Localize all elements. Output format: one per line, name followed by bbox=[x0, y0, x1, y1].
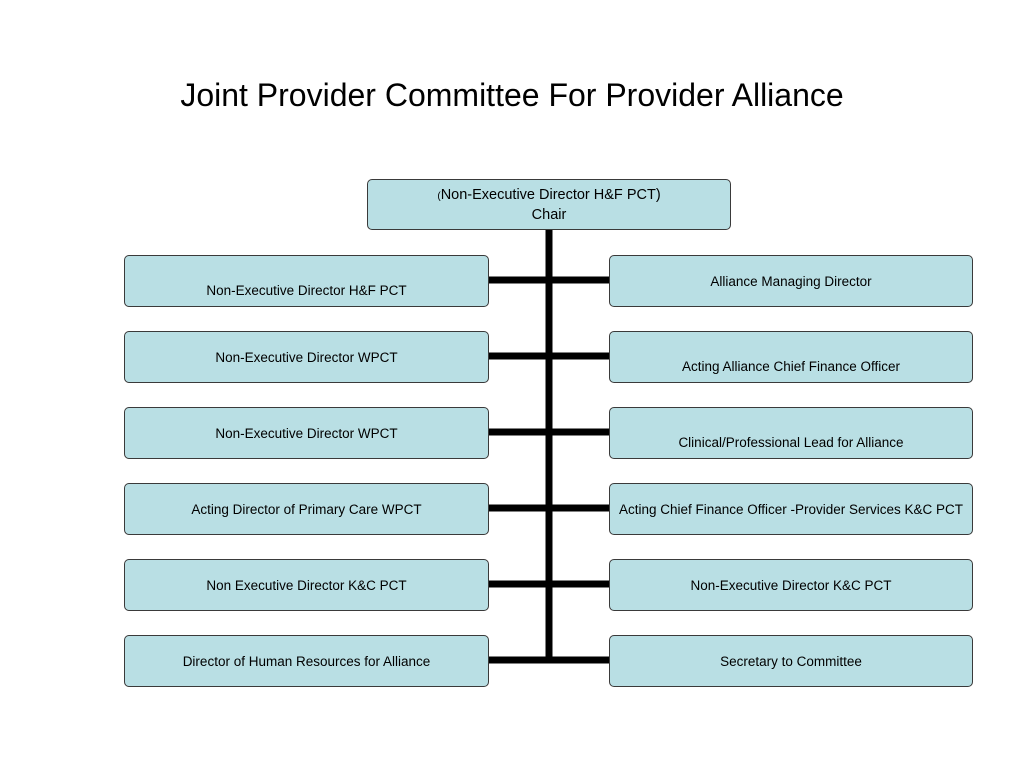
member-box-left-6: Director of Human Resources for Alliance bbox=[124, 635, 489, 687]
member-box-left-2: Non-Executive Director WPCT bbox=[124, 331, 489, 383]
member-label: Non-Executive Director WPCT bbox=[215, 350, 398, 365]
member-box-left-5: Non Executive Director K&C PCT bbox=[124, 559, 489, 611]
member-label: Non-Executive Director WPCT bbox=[215, 426, 398, 441]
member-label: Non-Executive Director H&F PCT bbox=[206, 283, 407, 298]
member-label: Acting Director of Primary Care WPCT bbox=[191, 501, 422, 517]
chair-role: (Non-Executive Director H&F PCT) bbox=[437, 186, 660, 206]
member-label: Director of Human Resources for Alliance bbox=[182, 653, 431, 669]
member-label: Clinical/Professional Lead for Alliance bbox=[678, 435, 904, 450]
chair-open-paren: ( bbox=[437, 191, 441, 202]
member-label: Acting Alliance Chief Finance Officer bbox=[681, 359, 901, 374]
member-label: Alliance Managing Director bbox=[710, 274, 872, 289]
member-box-right-6: Secretary to Committee bbox=[609, 635, 973, 687]
member-box-left-4: Acting Director of Primary Care WPCT bbox=[124, 483, 489, 535]
member-label: Secretary to Committee bbox=[720, 653, 862, 669]
chair-role-text: Non-Executive Director H&F PCT) bbox=[440, 187, 661, 203]
chair-box: (Non-Executive Director H&F PCT) Chair bbox=[367, 179, 731, 230]
member-box-left-3: Non-Executive Director WPCT bbox=[124, 407, 489, 459]
member-label: Non Executive Director K&C PCT bbox=[206, 577, 407, 593]
member-box-right-1: Alliance Managing Director bbox=[609, 255, 973, 307]
chair-label: Chair bbox=[531, 207, 567, 223]
member-box-right-3: Clinical/Professional Lead for Alliance bbox=[609, 407, 973, 459]
member-box-right-4: Acting Chief Finance Officer -Provider S… bbox=[609, 483, 973, 535]
member-label: Acting Chief Finance Officer -Provider S… bbox=[618, 501, 964, 517]
member-box-left-1: Non-Executive Director H&F PCT bbox=[124, 255, 489, 307]
page-title: Joint Provider Committee For Provider Al… bbox=[180, 77, 844, 113]
member-box-right-2: Acting Alliance Chief Finance Officer bbox=[609, 331, 973, 383]
member-label: Non-Executive Director K&C PCT bbox=[690, 577, 892, 593]
member-box-right-5: Non-Executive Director K&C PCT bbox=[609, 559, 973, 611]
